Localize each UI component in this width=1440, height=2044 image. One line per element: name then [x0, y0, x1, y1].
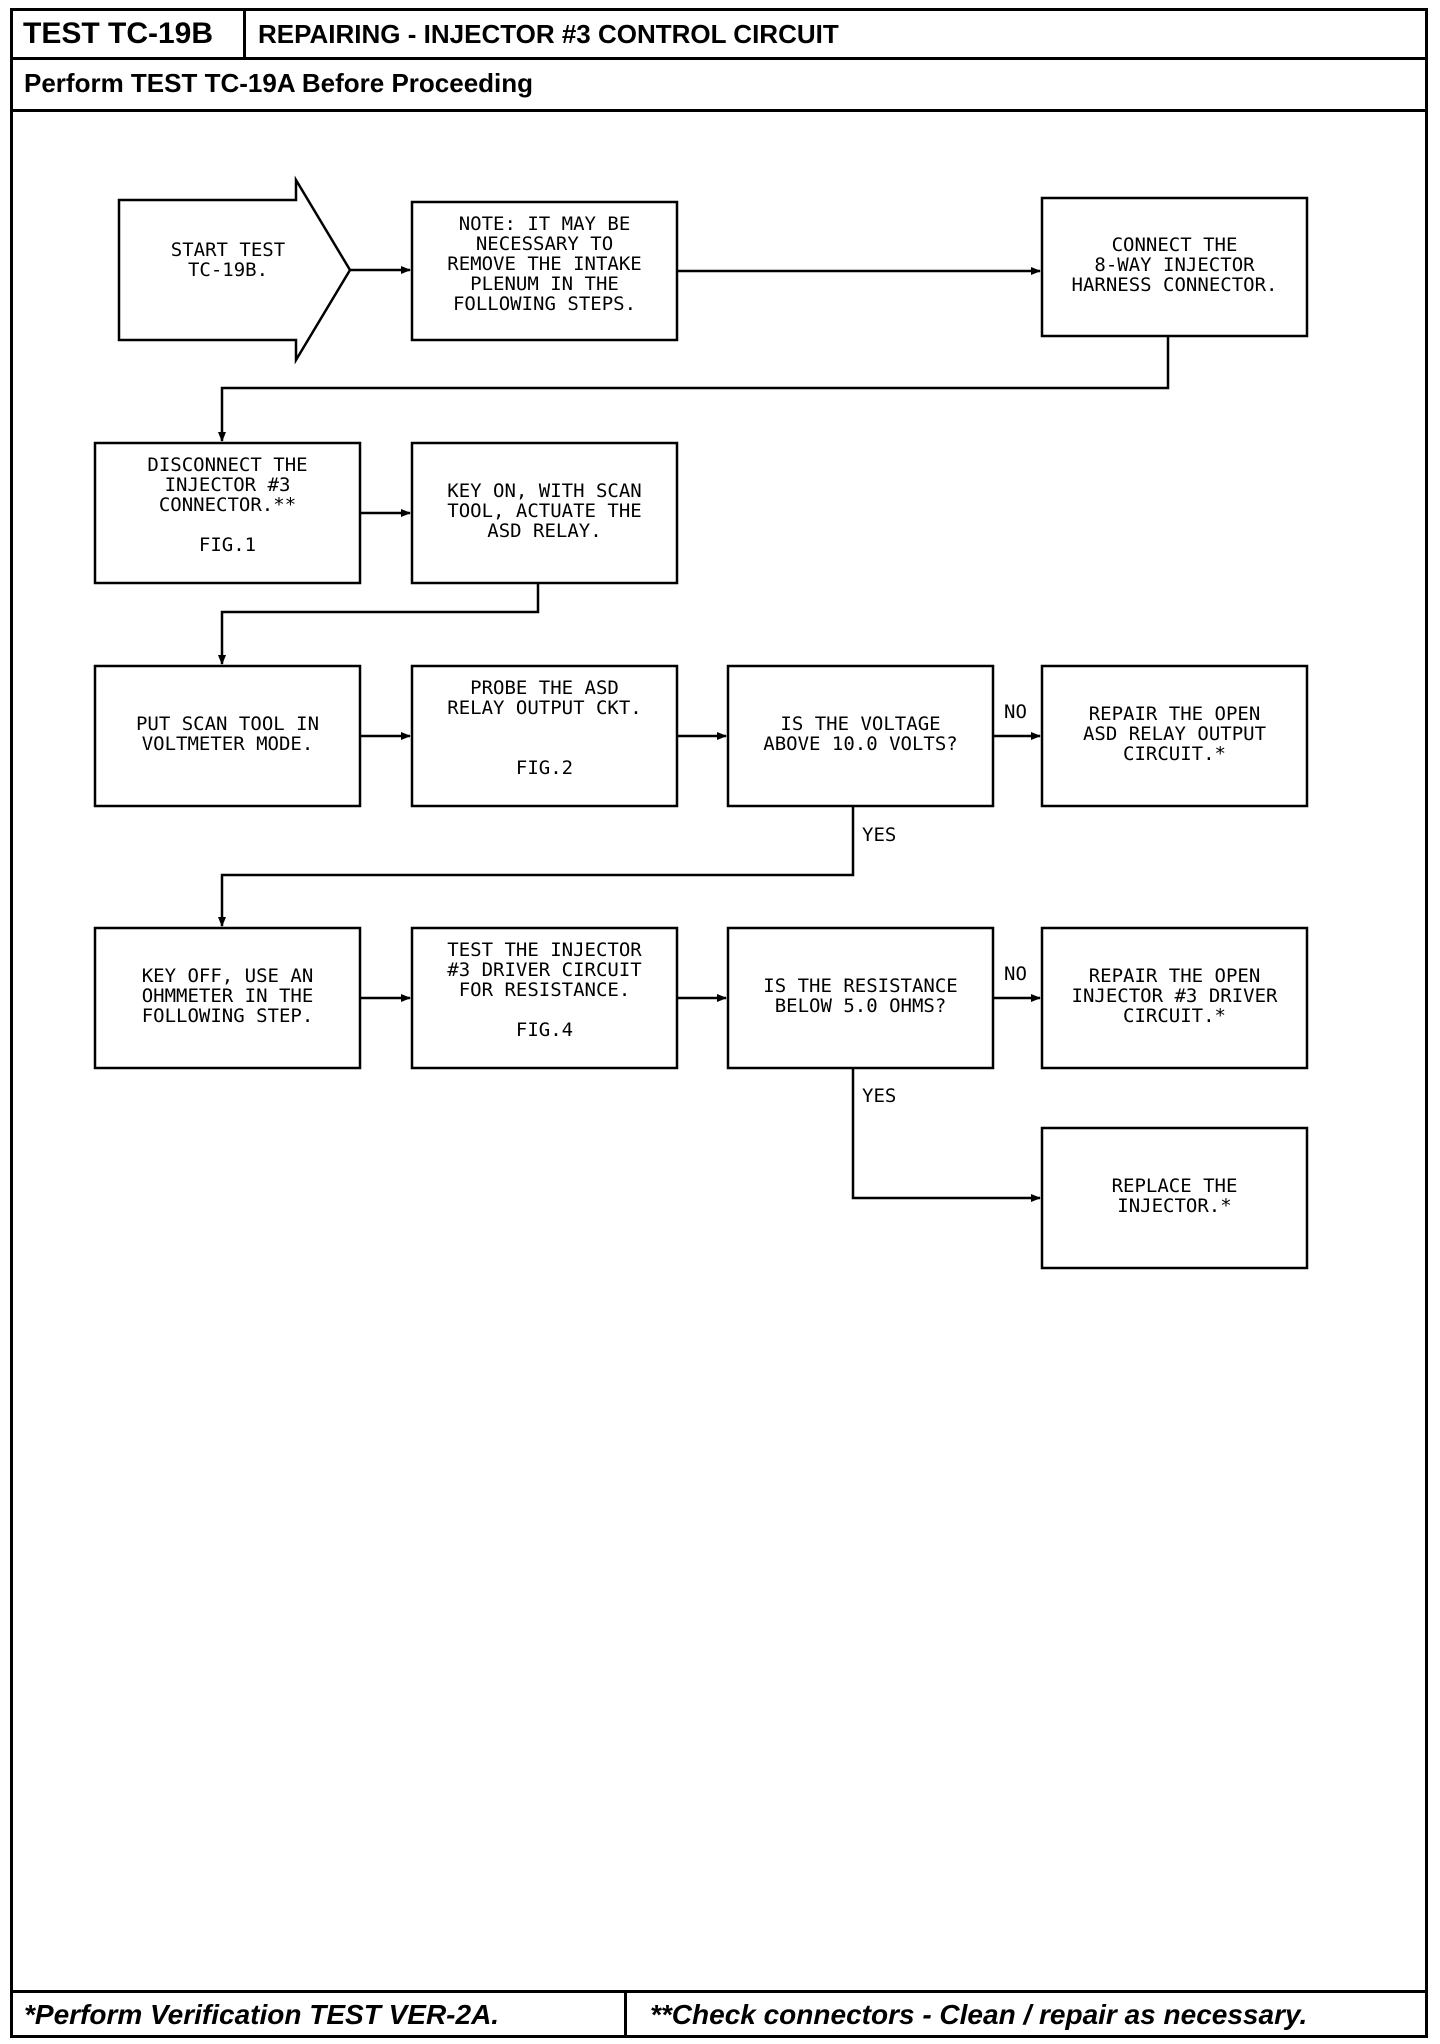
- disconnect-line: CONNECTOR.**: [159, 494, 296, 516]
- note-line: REMOVE THE INTAKE: [447, 253, 641, 275]
- probe-line: RELAY OUTPUT CKT.: [447, 697, 641, 719]
- test-driver-line: #3 DRIVER CIRCUIT: [447, 959, 641, 981]
- arrow-voltage-to-keyoff: [218, 806, 855, 927]
- prerequisite-note: Perform TEST TC-19A Before Proceeding: [10, 58, 1428, 112]
- arrow-connect-to-disconnect: [218, 336, 1170, 442]
- footer-divider: [624, 1993, 627, 2038]
- voltage-check-line: ABOVE 10.0 VOLTS?: [763, 733, 957, 755]
- connect-line: HARNESS CONNECTOR.: [1072, 274, 1278, 296]
- key-on-box: [410, 441, 679, 585]
- connect-line: 8-WAY INJECTOR: [1094, 254, 1255, 276]
- key-off-box: [93, 926, 362, 1070]
- label-yes-resistance: YES: [862, 1085, 896, 1107]
- note-line: NOTE: IT MAY BE: [459, 213, 631, 235]
- probe-line: FIG.2: [516, 757, 573, 779]
- repair-driver-line: CIRCUIT.*: [1123, 1005, 1226, 1027]
- test-id: TEST TC-19B: [10, 8, 246, 60]
- disconnect-line: DISCONNECT THE: [147, 454, 307, 476]
- repair-asd-line: REPAIR THE OPEN: [1089, 703, 1261, 725]
- probe-box: [410, 664, 679, 808]
- note-line: PLENUM IN THE: [470, 273, 619, 295]
- key-off-line: KEY OFF, USE AN: [142, 965, 314, 987]
- connect-line: CONNECT THE: [1112, 234, 1238, 256]
- note-line: NECESSARY TO: [476, 233, 613, 255]
- footer: *Perform Verification TEST VER-2A. **Che…: [10, 1990, 1428, 2038]
- test-driver-line: FIG.4: [516, 1019, 573, 1041]
- start-arrow-shape: [117, 175, 352, 365]
- resistance-check-line: IS THE RESISTANCE: [763, 975, 957, 997]
- key-off-line: OHMMETER IN THE: [142, 985, 314, 1007]
- disconnect-box: [93, 441, 362, 585]
- replace-line: REPLACE THE: [1112, 1175, 1238, 1197]
- arrow-keyon-to-scantool: [218, 583, 540, 665]
- repair-asd-box: [1040, 664, 1309, 808]
- disconnect-line: FIG.1: [199, 534, 256, 556]
- footnote-connectors: **Check connectors - Clean / repair as n…: [650, 1999, 1308, 2030]
- voltage-check-line: IS THE VOLTAGE: [780, 713, 940, 735]
- label-no-resistance: NO: [1004, 963, 1027, 985]
- resistance-check-box: [726, 926, 995, 1070]
- test-driver-line: FOR RESISTANCE.: [459, 979, 631, 1001]
- test-driver-box: [410, 926, 679, 1070]
- repair-driver-line: INJECTOR #3 DRIVER: [1072, 985, 1278, 1007]
- scan-tool-box: [93, 664, 362, 808]
- footnote-verification: *Perform Verification TEST VER-2A.: [24, 1999, 500, 2030]
- scan-tool-line: PUT SCAN TOOL IN: [136, 713, 319, 735]
- label-yes-voltage: YES: [862, 824, 896, 846]
- arrow-resistance-to-replace: [851, 1068, 1041, 1202]
- page-title: REPAIRING - INJECTOR #3 CONTROL CIRCUIT: [244, 8, 1428, 60]
- label-no-voltage: NO: [1004, 701, 1027, 723]
- key-on-line: KEY ON, WITH SCAN: [447, 480, 641, 502]
- replace-box: [1040, 1126, 1309, 1270]
- note-box: [410, 200, 679, 342]
- replace-line: INJECTOR.*: [1117, 1195, 1231, 1217]
- resistance-check-line: BELOW 5.0 OHMS?: [775, 995, 947, 1017]
- connect-box: [1040, 196, 1309, 338]
- probe-line: PROBE THE ASD: [470, 677, 619, 699]
- start-line: TC-19B.: [188, 259, 268, 281]
- voltage-check-box: [726, 664, 995, 808]
- test-driver-line: TEST THE INJECTOR: [447, 939, 642, 961]
- note-line: FOLLOWING STEPS.: [453, 293, 636, 315]
- scan-tool-line: VOLTMETER MODE.: [142, 733, 314, 755]
- repair-asd-line: CIRCUIT.*: [1123, 743, 1226, 765]
- key-off-line: FOLLOWING STEP.: [142, 1005, 314, 1027]
- repair-asd-line: ASD RELAY OUTPUT: [1083, 723, 1266, 745]
- start-line: START TEST: [171, 239, 285, 261]
- repair-driver-box: [1040, 926, 1309, 1070]
- disconnect-line: INJECTOR #3: [165, 474, 291, 496]
- key-on-line: ASD RELAY.: [487, 520, 601, 542]
- repair-driver-line: REPAIR THE OPEN: [1089, 965, 1261, 987]
- key-on-line: TOOL, ACTUATE THE: [447, 500, 641, 522]
